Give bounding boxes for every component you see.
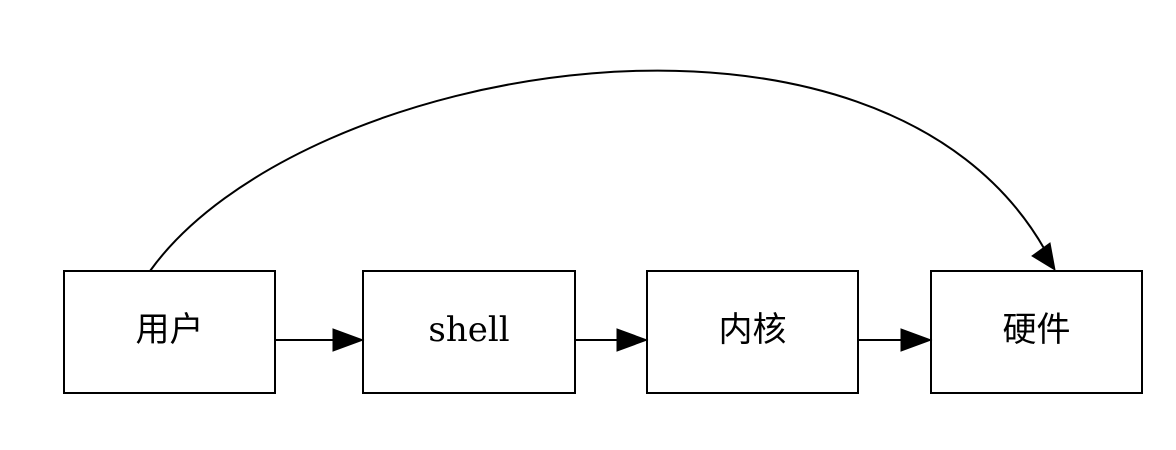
arrowhead-icon	[332, 328, 365, 352]
node-kernel-box	[646, 270, 859, 394]
node-shell-box	[362, 270, 576, 394]
edge-user-to-hardware-curve	[149, 69, 1046, 272]
node-user-box	[63, 270, 276, 394]
node-user: 用户	[63, 270, 276, 394]
node-hardware-box	[930, 270, 1143, 394]
edge-user-to-hardware	[149, 69, 1056, 272]
edge-shell-to-kernel	[575, 328, 649, 352]
edge-user-to-shell	[275, 328, 365, 352]
node-shell: shell	[362, 270, 576, 394]
node-shell-label: shell	[428, 310, 509, 350]
node-kernel-label: 内核	[719, 310, 787, 350]
arrowhead-icon	[900, 328, 933, 352]
node-kernel: 内核	[646, 270, 859, 394]
arrowhead-icon	[616, 328, 649, 352]
arrowhead-icon	[1031, 242, 1056, 272]
edge-kernel-to-hardware	[858, 328, 933, 352]
node-hardware-label: 硬件	[1003, 310, 1071, 350]
node-user-label: 用户	[136, 310, 204, 350]
node-hardware: 硬件	[930, 270, 1143, 394]
